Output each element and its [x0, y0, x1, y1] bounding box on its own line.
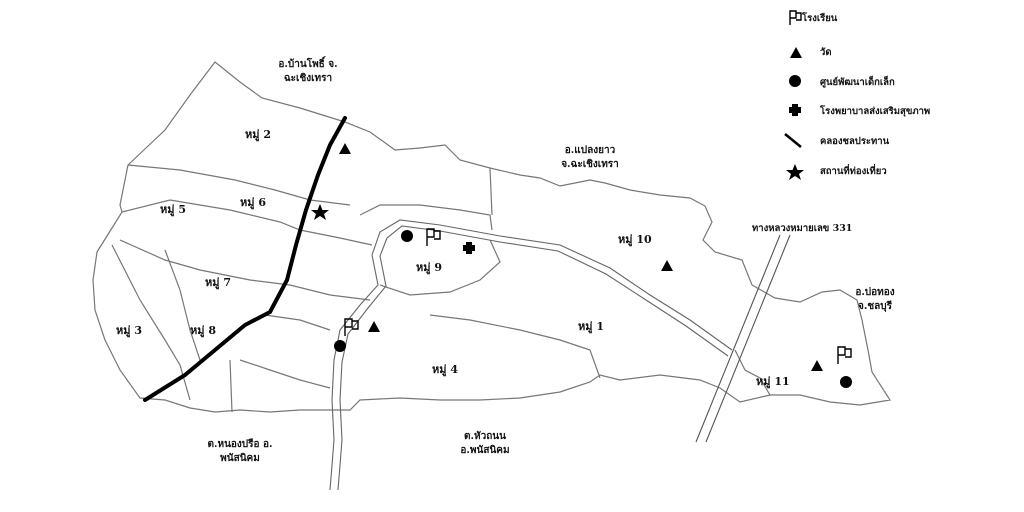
boundary-line	[164, 249, 201, 361]
village-label-11: หมู่ 11	[756, 375, 790, 388]
school-icon	[837, 346, 852, 364]
map-symbols	[311, 47, 852, 388]
village-label-10: หมู่ 10	[618, 233, 652, 246]
neighbor-northeast-line2: จ.ฉะเชิงเทรา	[561, 159, 619, 170]
boundary-line	[264, 314, 331, 331]
legend-hospital-label: โรงพยาบาลส่งเสริมสุขภาพ	[820, 106, 931, 117]
legend-canal-icon	[784, 133, 802, 148]
village-label-4: หมู่ 4	[432, 363, 458, 376]
legend-school-label: โรงเรียน	[802, 13, 838, 24]
neighbor-north-line2: ฉะเชิงเทรา	[283, 73, 333, 84]
legend-hospital-icon	[789, 104, 801, 116]
legend-star-icon	[786, 164, 804, 180]
neighbor-north: อ.บ้านโพธิ์ จ. ฉะเชิงเทรา	[268, 58, 348, 86]
neighbor-east: อ.บ่อทอง จ.ชลบุรี	[840, 286, 910, 314]
boundary-line	[127, 164, 351, 206]
neighbor-east-line2: จ.ชลบุรี	[858, 301, 892, 312]
boundary-line	[359, 204, 493, 231]
boundary-line	[111, 244, 191, 401]
boundary-line	[379, 239, 501, 296]
neighbor-south-line2: อ.พนัสนิคม	[460, 445, 510, 456]
neighbor-north-line1: อ.บ้านโพธิ์ จ.	[278, 59, 338, 70]
school-flags	[344, 10, 852, 364]
child-center-icon	[401, 230, 413, 242]
highway-label: ทางหลวงหมายเลข 331	[752, 223, 853, 234]
legend-temple-icon	[790, 47, 802, 58]
legend-school-icon	[789, 10, 802, 25]
temple-icon	[811, 360, 823, 371]
temple-icon	[339, 143, 351, 154]
hospital-icon	[463, 242, 475, 254]
neighbor-northeast-line1: อ.แปลงยาว	[564, 145, 616, 156]
legend-temple-label: วัด	[820, 47, 832, 58]
legend-tourist-label: สถานที่ท่องเที่ยว	[820, 166, 887, 177]
village-label-2: หมู่ 2	[245, 128, 271, 141]
irrigation-canal-line	[143, 116, 347, 402]
temple-icon	[661, 260, 673, 271]
school-icon	[344, 318, 359, 336]
legend-canal-label: คลองชลประทาน	[820, 136, 890, 147]
star-icon	[311, 204, 329, 220]
boundary-line	[119, 239, 371, 301]
child-center-icon	[840, 376, 852, 388]
temple-icon	[368, 321, 380, 332]
boundary-line	[121, 199, 373, 246]
village-label-9: หมู่ 9	[416, 261, 442, 274]
canal	[329, 219, 733, 491]
legend-child-center-icon	[789, 75, 801, 87]
village-label-5: หมู่ 5	[160, 203, 186, 216]
neighbor-east-line1: อ.บ่อทอง	[855, 287, 895, 298]
legend-child-center-label: ศูนย์พัฒนาเด็กเล็ก	[820, 77, 895, 88]
boundary-line	[229, 359, 233, 413]
neighbor-south-line1: ต.หัวถนน	[464, 431, 506, 442]
village-label-8: หมู่ 8	[190, 324, 216, 337]
neighbor-southwest-line2: พนัสนิคม	[220, 453, 260, 464]
village-label-6: หมู่ 6	[240, 196, 266, 209]
village-label-7: หมู่ 7	[205, 276, 231, 289]
boundary-line	[239, 359, 331, 389]
child-center-icon	[334, 340, 346, 352]
boundary-line	[429, 314, 601, 379]
school-icon	[426, 228, 441, 246]
neighbor-northeast: อ.แปลงยาว จ.ฉะเชิงเทรา	[545, 144, 635, 172]
boundaries	[92, 61, 891, 413]
village-label-1: หมู่ 1	[578, 320, 604, 333]
boundary-line	[489, 167, 493, 216]
boundary-line	[734, 349, 771, 396]
neighbor-southwest-line1: ต.หนองปรือ อ.	[207, 439, 273, 450]
highway-331	[695, 234, 791, 443]
neighbor-south: ต.หัวถนน อ.พนัสนิคม	[445, 430, 525, 458]
neighbor-southwest: ต.หนองปรือ อ. พนัสนิคม	[195, 438, 285, 466]
outer-boundary	[92, 61, 891, 413]
village-label-3: หมู่ 3	[116, 324, 142, 337]
